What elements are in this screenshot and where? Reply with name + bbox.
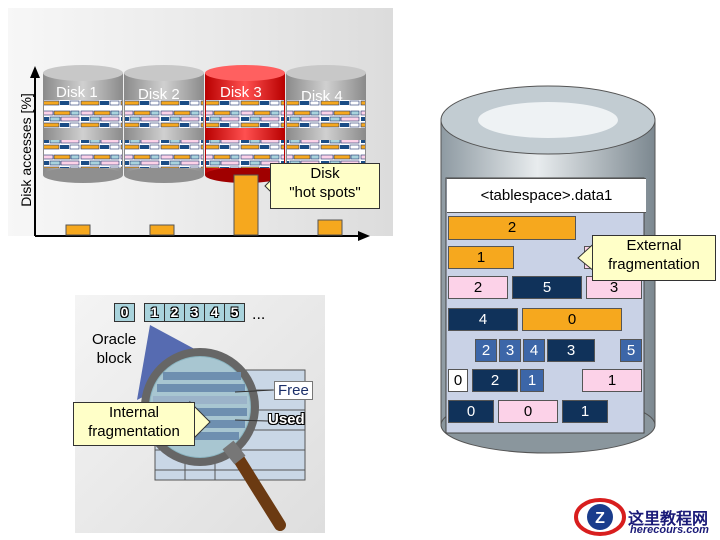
disk-access-bar-2 — [149, 224, 175, 236]
disk-2-label: Disk 2 — [138, 86, 180, 103]
segment: 0 — [448, 400, 494, 423]
disk-hotspot-diagram — [30, 65, 370, 241]
segment: 2 — [472, 369, 518, 392]
disk-3-label: Disk 3 — [220, 84, 262, 101]
internal-fragmentation-callout: Internal fragmentation — [73, 402, 195, 446]
hotspot-callout: Disk "hot spots" — [270, 163, 380, 209]
svg-text:Z: Z — [595, 510, 605, 527]
block-number: 5 — [224, 303, 245, 322]
oracle-block-label: Oracle block — [92, 331, 137, 367]
disk-4-label: Disk 4 — [301, 88, 343, 105]
disk-access-bar-1 — [65, 224, 91, 236]
segment: 1 — [562, 400, 608, 423]
disk-1-data — [44, 100, 122, 128]
segment: 4 — [523, 339, 545, 362]
disk-access-bar-4 — [317, 219, 343, 236]
disk-1-label: Disk 1 — [56, 84, 98, 101]
segment: 2 — [448, 276, 508, 299]
segment: 5 — [512, 276, 582, 299]
segment: 1 — [582, 369, 642, 392]
segment: 4 — [448, 308, 518, 331]
external-fragmentation-callout: External fragmentation — [592, 235, 716, 281]
disk-2-data — [125, 100, 203, 128]
disk-1-cylinder — [43, 65, 123, 183]
segment: 3 — [547, 339, 595, 362]
disk-3-cylinder — [205, 65, 285, 183]
tablespace-label: <tablespace>.data1 — [447, 178, 646, 213]
disk-access-bar-3 — [233, 174, 259, 236]
segment: 0 — [448, 369, 468, 392]
block-number: 1 — [144, 303, 165, 322]
segment: 2 — [475, 339, 497, 362]
watermark-title: 这里教程网 — [628, 509, 709, 528]
disk-3-data — [206, 100, 284, 128]
disk-2-cylinder — [124, 65, 204, 183]
block-ellipsis: ... — [252, 306, 266, 323]
segment: 2 — [448, 216, 576, 240]
segment: 5 — [620, 339, 642, 362]
disk-4-data — [287, 100, 365, 128]
used-label: Used — [268, 411, 305, 428]
free-label: Free — [274, 381, 313, 400]
watermark-logo: Z — [574, 498, 626, 536]
segment: 3 — [499, 339, 521, 362]
segment: 1 — [448, 246, 514, 269]
segment: 1 — [520, 369, 544, 392]
y-axis-label: Disk accesses [%] — [18, 93, 34, 207]
y-axis-arrow — [30, 66, 40, 78]
segment: 0 — [522, 308, 622, 331]
segment: 0 — [498, 400, 558, 423]
block-number: 0 — [114, 303, 135, 322]
watermark-url: herecours.com — [630, 524, 709, 536]
x-axis-arrow — [358, 231, 370, 241]
